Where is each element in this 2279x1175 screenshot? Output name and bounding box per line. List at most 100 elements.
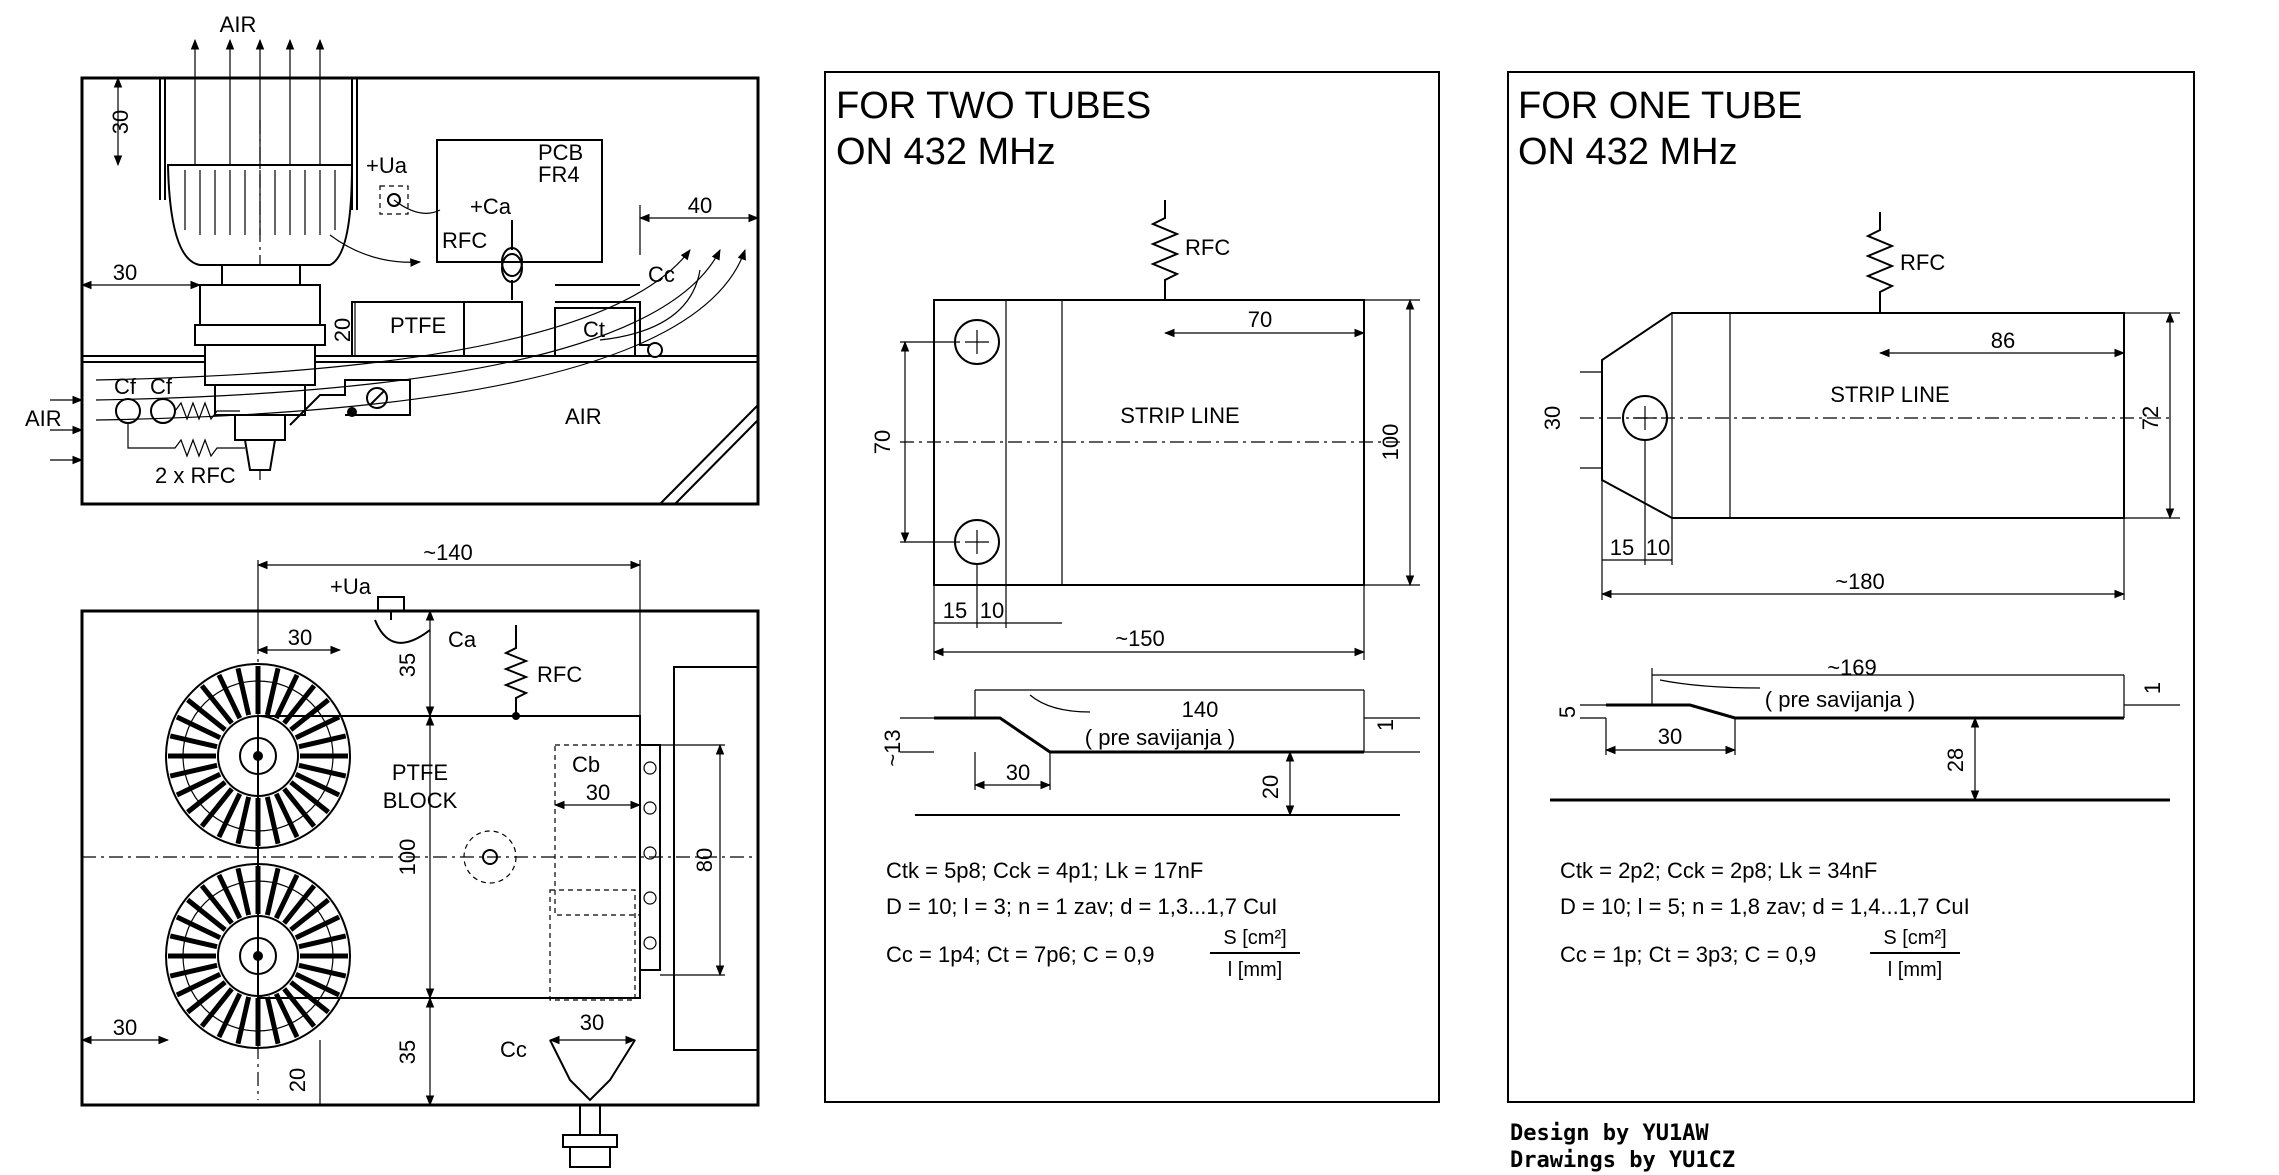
dim-30-cb: 30 — [586, 780, 610, 805]
tube-radiator-1 — [165, 663, 351, 849]
cf-label-2: Cf — [150, 374, 173, 399]
dim-1-strip1: 1 — [2140, 682, 2165, 694]
formula-1-line2: D = 10; l = 5; n = 1,8 zav; d = 1,4...1,… — [1560, 894, 1970, 919]
ca-label: +Ca — [470, 194, 512, 219]
ct-label: Ct — [583, 317, 605, 342]
dim-20-strip2: 20 — [1258, 775, 1283, 799]
radiator-fin — [175, 714, 222, 741]
radiator-fin — [273, 673, 300, 720]
top-view-enclosure — [80, 609, 760, 1107]
ua-label: +Ua — [366, 153, 408, 178]
radiator-fin — [294, 771, 341, 798]
radiator-fin — [298, 962, 347, 979]
radiator-fin — [175, 771, 222, 798]
strip-line-one-tube — [1601, 312, 2125, 519]
ptfe-label: PTFE — [390, 313, 446, 338]
radiator-fin — [298, 733, 347, 750]
pre-savijanja-2: ( pre savijanja ) — [1085, 725, 1235, 750]
radiator-fin — [282, 987, 317, 1028]
fraction-2-den: l [mm] — [1228, 959, 1282, 981]
output-connector[interactable] — [579, 1104, 601, 1136]
rfc-label-bottom: RFC — [537, 662, 582, 687]
dim-35-bottom: 35 — [395, 1040, 420, 1064]
radiator-fin — [169, 962, 218, 979]
rfc-choke-strip2 — [1150, 200, 1180, 300]
block-label: BLOCK — [383, 788, 458, 813]
formula-2-line1: Ctk = 5p8; Cck = 4p1; Lk = 17nF — [886, 858, 1203, 883]
radiator-fin — [216, 673, 243, 720]
two-tubes-frequency: ON 432 MHz — [836, 131, 1056, 173]
rfc-choke-top — [501, 220, 523, 300]
side-view-enclosure — [80, 76, 760, 506]
air-channel-label: AIR — [565, 404, 602, 429]
radiator-fin — [298, 933, 347, 950]
rfc-label: RFC — [442, 228, 487, 253]
radiator-fin — [199, 884, 234, 925]
radiator-fin — [216, 992, 243, 1039]
top-view: Cb PTFE BLOCK — [80, 540, 760, 1168]
strip-line-label-1: STRIP LINE — [1830, 382, 1949, 407]
radiator-fin — [235, 667, 252, 716]
radiator-fin — [264, 796, 281, 845]
two-rfc-label: 2 x RFC — [155, 463, 236, 488]
fraction-1-den: l [mm] — [1888, 959, 1942, 981]
radiator-fin — [289, 780, 330, 815]
radiator-fin — [282, 684, 317, 725]
radiator-fin — [186, 897, 227, 932]
dim-30-horizontal: 30 — [113, 260, 137, 285]
dim-180: ~180 — [1835, 569, 1885, 594]
ptfe-screw — [463, 830, 517, 884]
radiator-fin — [175, 914, 222, 941]
dim-28: 28 — [1943, 748, 1968, 772]
tube-body — [194, 264, 326, 471]
dim-30-cc: 30 — [580, 1010, 604, 1035]
dim-30-strip1: 30 — [1658, 724, 1682, 749]
rfc-label-strip2: RFC — [1185, 235, 1230, 260]
cf-label-1: Cf — [114, 374, 137, 399]
radiator-fin — [175, 971, 222, 998]
dim-70-left: 70 — [870, 430, 895, 454]
formula-1-line3: Cc = 1p; Ct = 3p3; C = 0,9 — [1560, 942, 1816, 967]
dim-80: 80 — [692, 848, 717, 872]
radiator-fin — [289, 697, 330, 732]
dim-30-vertical: 30 — [108, 110, 133, 134]
radiator-fin — [169, 933, 218, 950]
dim-13: ~13 — [880, 729, 905, 766]
dim-30-strip1-left: 30 — [1540, 406, 1565, 430]
radiator-fin — [264, 867, 281, 916]
dim-5: 5 — [1555, 706, 1580, 718]
radiator-fin — [282, 787, 317, 828]
design-credit: Design by YU1AW — [1510, 1121, 1709, 1146]
pcb-board — [436, 139, 603, 263]
dim-140-strip: 140 — [1182, 697, 1219, 722]
two-tubes-title: FOR TWO TUBES — [836, 85, 1151, 127]
cb-screws — [639, 744, 661, 971]
radiator-fin — [298, 762, 347, 779]
radiator-fin — [169, 733, 218, 750]
radiator-fin — [216, 792, 243, 839]
dim-10-strip1: 10 — [1646, 535, 1670, 560]
drawings-credit: Drawings by YU1CZ — [1510, 1148, 1735, 1173]
radiator-fin — [199, 987, 234, 1028]
fraction-2-num: S [cm²] — [1223, 927, 1286, 949]
formula-1-line1: Ctk = 2p2; Cck = 2p8; Lk = 34nF — [1560, 858, 1877, 883]
ua-label-bottom: +Ua — [330, 574, 372, 599]
dim-20: 20 — [330, 318, 355, 342]
dim-35-top: 35 — [395, 653, 420, 677]
one-tube-frequency: ON 432 MHz — [1518, 131, 1738, 173]
dim-30-top: 30 — [288, 625, 312, 650]
formula-2-line2: D = 10; l = 3; n = 1 zav; d = 1,3...1,7 … — [886, 894, 1277, 919]
strip-profile-two-tubes — [934, 716, 1364, 754]
tube-radiator — [166, 120, 354, 480]
radiator-fin — [186, 697, 227, 732]
radiator-fin — [282, 884, 317, 925]
cc-label-bottom: Cc — [500, 1037, 527, 1062]
radiator-fin — [294, 971, 341, 998]
radiator-fin — [235, 867, 252, 916]
rfc-choke-bottom — [503, 625, 529, 716]
airflow-curves — [95, 234, 746, 421]
dim-30-left: 30 — [113, 1015, 137, 1040]
rfc-label-strip1: RFC — [1900, 250, 1945, 275]
radiator-fin — [199, 684, 234, 725]
rfc-choke-strip1 — [1865, 212, 1895, 313]
